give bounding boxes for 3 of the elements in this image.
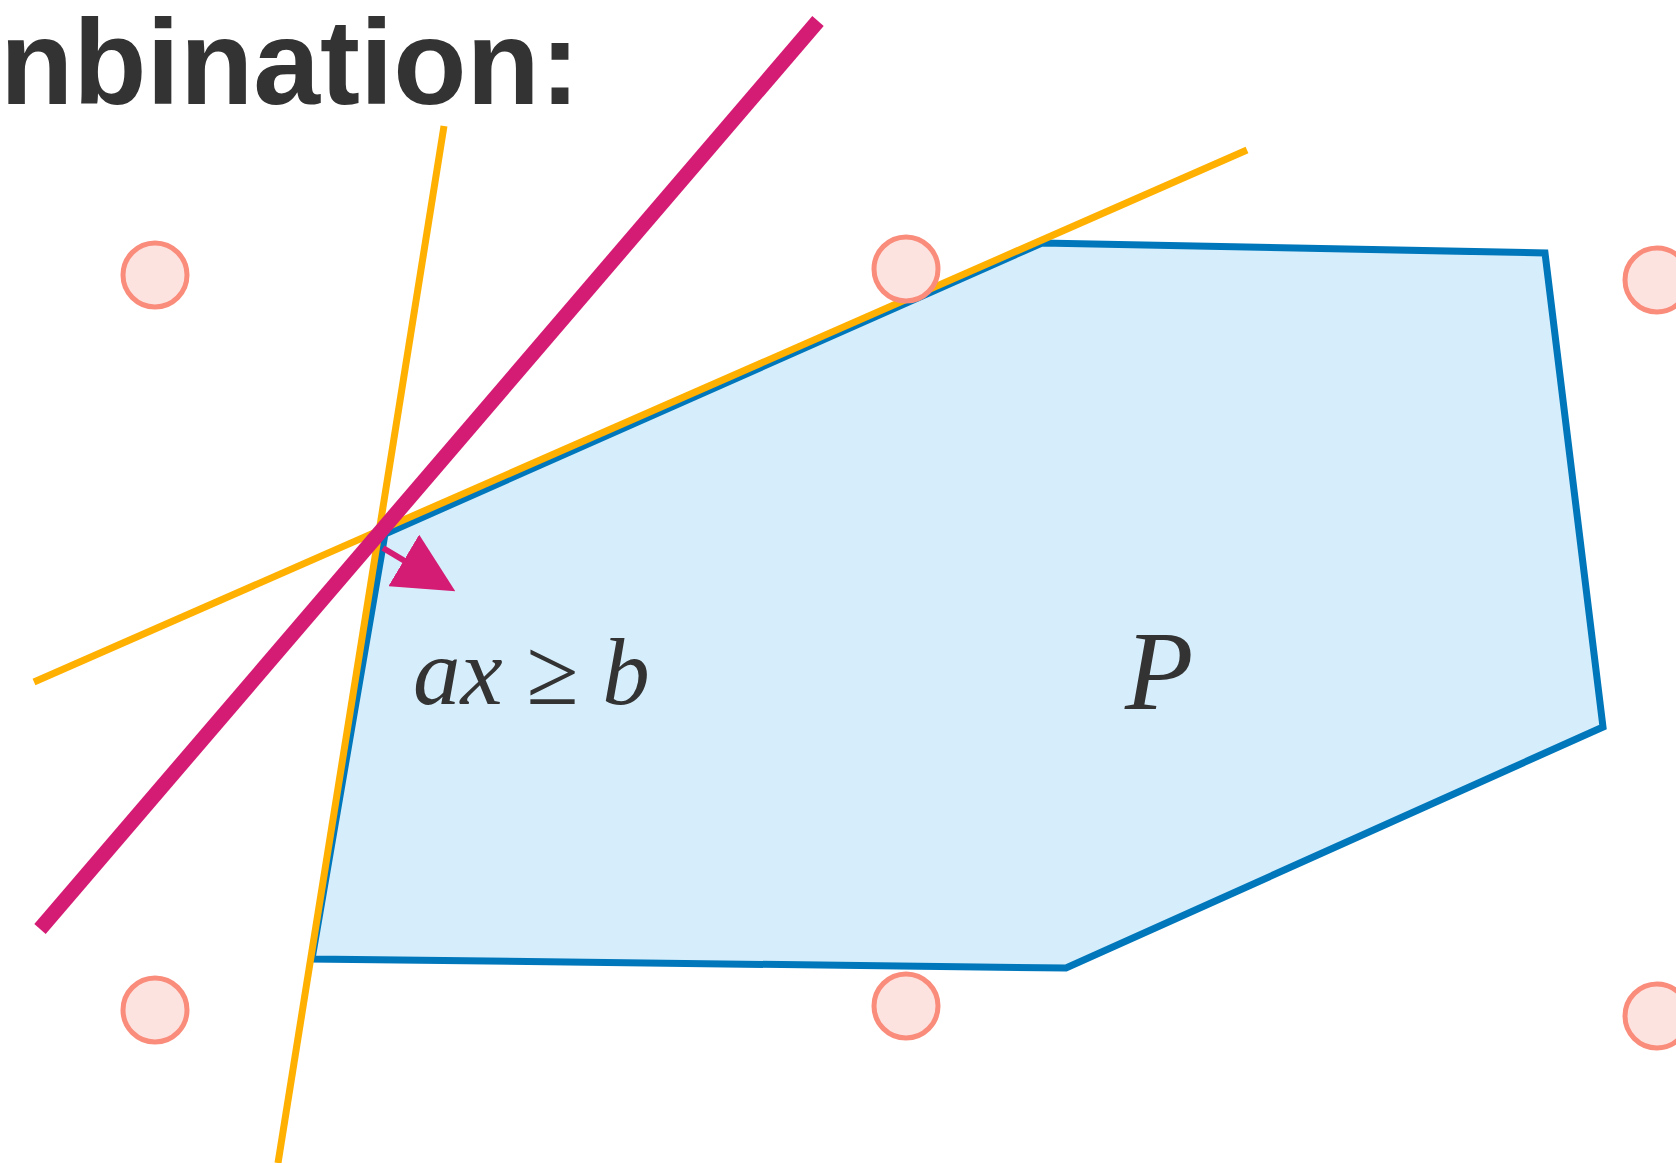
- heading: nbination:: [0, 2, 580, 122]
- inequality-label: ax ≥ b: [413, 625, 650, 720]
- polytope-label: P: [1125, 615, 1194, 727]
